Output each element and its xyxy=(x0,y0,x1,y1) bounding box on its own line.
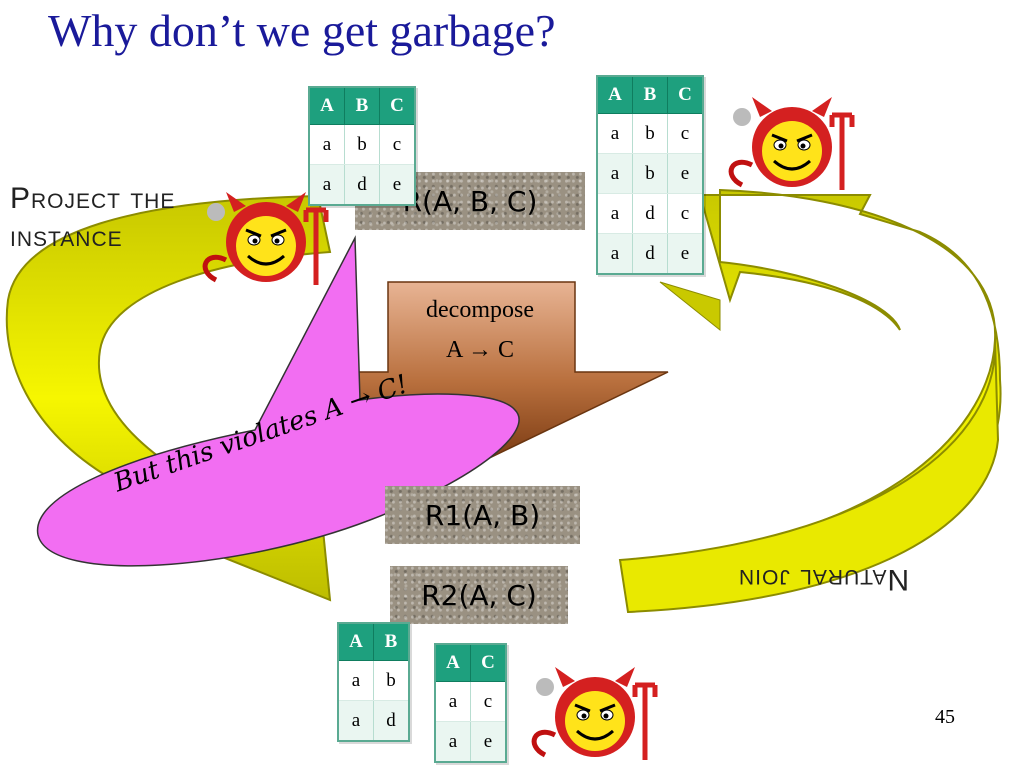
table-cell: a xyxy=(596,113,633,154)
decompose-line1: decompose xyxy=(426,297,534,323)
table-cell: c xyxy=(470,681,507,722)
table-cell: e xyxy=(667,233,704,275)
table-cell: e xyxy=(667,153,704,194)
column-header: B xyxy=(632,75,668,114)
table-cell: c xyxy=(667,113,704,154)
table-cell: d xyxy=(344,164,380,206)
table-row: a e xyxy=(434,721,507,763)
page-number: 45 xyxy=(935,706,955,728)
column-header: B xyxy=(373,622,410,661)
table-cell: a xyxy=(434,721,471,763)
table-header-row: A C xyxy=(434,643,507,682)
table-cell: b xyxy=(632,113,668,154)
column-header: A xyxy=(308,86,345,125)
joined-instance-table: A B C a b c a b e a d c a d e xyxy=(596,75,704,275)
column-header: A xyxy=(596,75,633,114)
table-cell: c xyxy=(667,193,704,234)
table-cell: d xyxy=(373,700,410,742)
table-cell: a xyxy=(337,660,374,701)
table-cell: a xyxy=(337,700,374,742)
relation-r1-box: R1(A, B) xyxy=(385,486,580,544)
column-header: A xyxy=(434,643,471,682)
table-cell: a xyxy=(596,233,633,275)
table-cell: e xyxy=(379,164,416,206)
column-header: A xyxy=(337,622,374,661)
table-row: a d xyxy=(337,700,410,742)
table-cell: a xyxy=(434,681,471,722)
relation-r1-label: R1(A, B) xyxy=(424,498,541,532)
table-row: a b e xyxy=(596,153,704,194)
relation-r2-label: R2(A, C) xyxy=(421,578,537,612)
table-header-row: A B xyxy=(337,622,410,661)
column-header: C xyxy=(667,75,704,114)
r2-instance-table: A C a c a e xyxy=(434,643,507,763)
relation-r2-box: R2(A, C) xyxy=(390,566,568,624)
table-cell: a xyxy=(596,153,633,194)
table-cell: e xyxy=(470,721,507,763)
table-header-row: A B C xyxy=(308,86,416,125)
table-cell: a xyxy=(596,193,633,234)
table-cell: b xyxy=(344,124,380,165)
column-header: B xyxy=(344,86,380,125)
table-row: a d e xyxy=(596,233,704,275)
table-row: a d c xyxy=(596,193,704,234)
table-cell: d xyxy=(632,193,668,234)
decompose-line2: A → C xyxy=(445,337,514,363)
relation-r-label: R(A, B, C) xyxy=(402,184,538,218)
table-cell: a xyxy=(308,124,345,165)
devil-smiley-icon xyxy=(728,97,855,190)
column-header: C xyxy=(470,643,507,682)
decompose-label: decompose A → C xyxy=(390,290,570,370)
table-row: a d e xyxy=(308,164,416,206)
violation-bubble xyxy=(36,235,520,567)
table-header-row: A B C xyxy=(596,75,704,114)
table-row: a b xyxy=(337,660,410,701)
table-row: a b c xyxy=(308,124,416,165)
table-row: a c xyxy=(434,681,507,722)
table-row: a b c xyxy=(596,113,704,154)
project-instance-label: Project the instance xyxy=(10,182,176,253)
projected-instance-table: A B C a b c a d e xyxy=(308,86,416,206)
devil-smiley-icon xyxy=(202,192,329,285)
table-cell: b xyxy=(373,660,410,701)
page-title: Why don’t we get garbage? xyxy=(48,5,556,56)
table-cell: d xyxy=(632,233,668,275)
table-cell: b xyxy=(632,153,668,194)
table-cell: c xyxy=(379,124,416,165)
natural-join-label: Natural join xyxy=(738,563,910,596)
r1-instance-table: A B a b a d xyxy=(337,622,410,742)
devil-smiley-icon xyxy=(531,667,658,760)
column-header: C xyxy=(379,86,416,125)
table-cell: a xyxy=(308,164,345,206)
